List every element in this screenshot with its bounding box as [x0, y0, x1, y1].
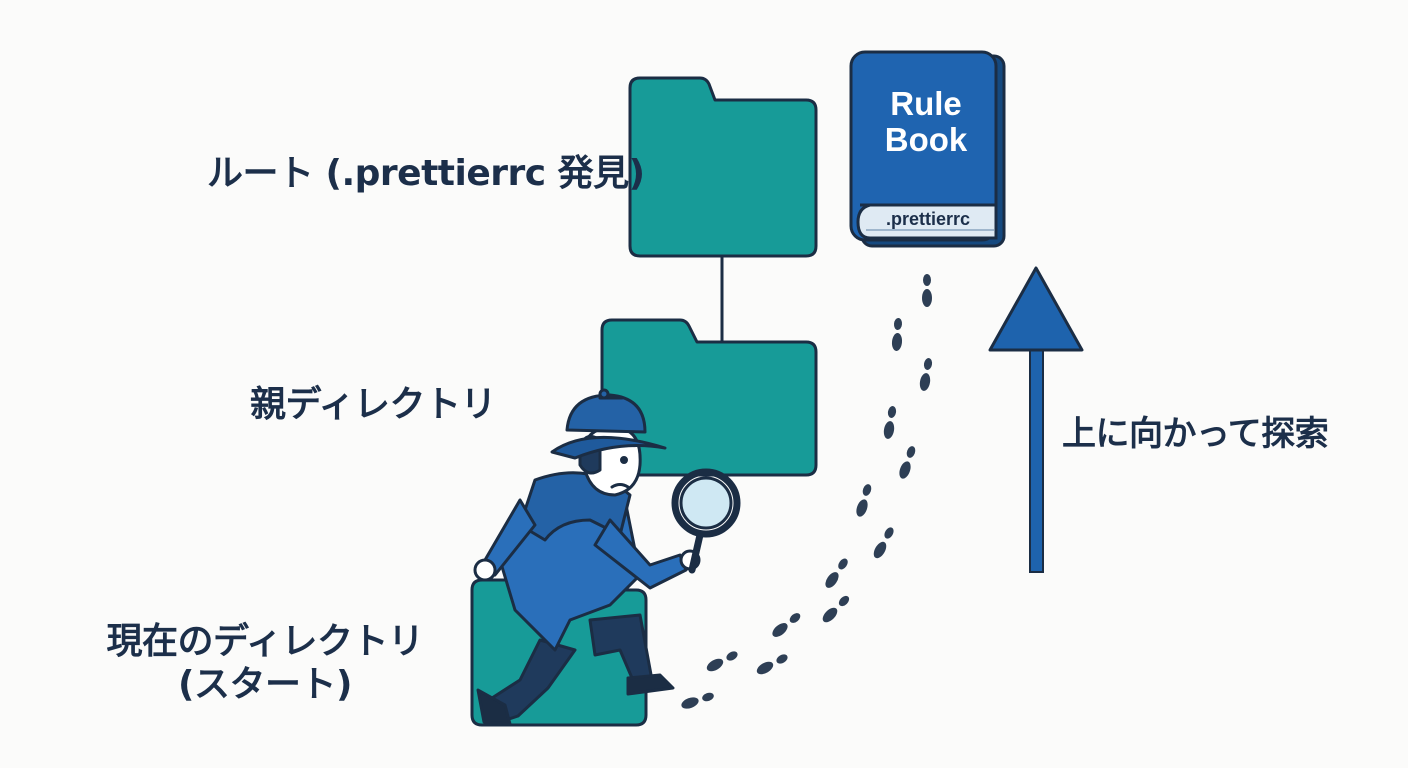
footprint: [891, 318, 903, 351]
footprint: [706, 651, 738, 672]
book-title-line2: Book: [884, 121, 968, 158]
footprint: [899, 446, 916, 479]
book-title: Rule Book: [851, 86, 1001, 158]
footprint: [883, 406, 897, 439]
footprint: [873, 527, 894, 559]
footprints-trail: [681, 274, 933, 709]
search-upward-label: 上に向かって探索: [1062, 414, 1329, 454]
footprint: [825, 558, 848, 588]
footprint: [922, 274, 932, 307]
footprint: [756, 654, 788, 675]
parent-directory-label: 親ディレクトリ: [250, 384, 496, 425]
root-directory-label: ルート (.prettierrc 発見): [207, 153, 645, 194]
current-directory-label-line2: (スタート): [178, 664, 352, 706]
footprint: [772, 613, 801, 637]
footprint: [856, 484, 872, 517]
current-directory-label: 現在のディレクトリ (スタート): [80, 620, 450, 706]
footprint: [822, 595, 850, 623]
root-folder-icon: [628, 76, 818, 258]
book-title-line1: Rule: [890, 85, 962, 122]
footprint: [681, 692, 714, 709]
rule-book-icon: [849, 50, 1006, 248]
upward-arrow-icon: [988, 266, 1084, 573]
footprint: [919, 358, 933, 391]
detective-illustration: [473, 388, 741, 726]
book-tag: .prettierrc: [885, 209, 971, 229]
current-directory-label-line1: 現在のディレクトリ: [106, 621, 424, 662]
